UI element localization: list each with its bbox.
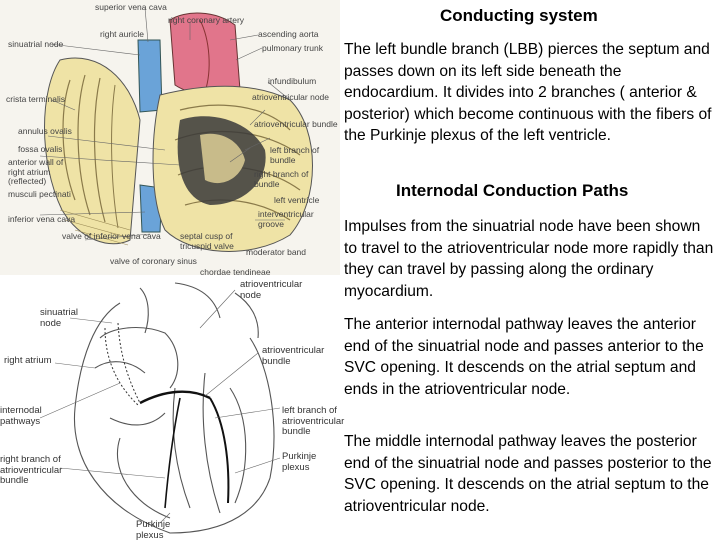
label-valve-coronary-sinus: valve of coronary sinus — [110, 256, 197, 266]
label-internodal-pathways: internodal pathways — [0, 405, 42, 427]
label-av-node-top: atrioventricular node — [252, 92, 330, 102]
conduction-line-diagram — [39, 282, 281, 534]
label-purkinje-right: Purkinje plexus — [282, 451, 317, 473]
label-valve-ivc: valve of inferior vena cava — [62, 231, 161, 241]
label-pulmonary-trunk: pulmonary trunk — [262, 43, 323, 53]
label-interventricular-groove: interventricular groove — [258, 209, 314, 229]
label-inferior-vena-cava: inferior vena cava — [8, 214, 76, 224]
label-av-node-bottom: atrioventricular node — [240, 279, 303, 301]
heading-internodal-paths: Internodal Conduction Paths — [396, 181, 629, 200]
label-av-bundle-bottom: atrioventricular bundle — [262, 345, 325, 367]
heart-dissection-diagram — [0, 0, 340, 275]
label-annulus-ovalis: annulus ovalis — [18, 126, 72, 136]
label-av-bundle-top: atrioventricular bundle — [254, 119, 338, 129]
paragraph-left-bundle-branch: The left bundle branch (LBB) pierces the… — [344, 41, 712, 145]
label-sinuatrial-node: sinuatrial node — [8, 39, 64, 49]
text-column: Conducting system The left bundle branch… — [344, 0, 716, 540]
label-infundibulum: infundibulum — [268, 76, 317, 86]
label-right-branch-top: right branch of bundle — [254, 169, 309, 189]
paragraph-middle-pathway: The middle internodal pathway leaves the… — [344, 433, 712, 515]
label-right-atrium-bottom: right atrium — [4, 355, 52, 366]
label-ascending-aorta: ascending aorta — [258, 29, 319, 39]
label-chordae-tendineae: chordae tendineae — [200, 267, 271, 277]
label-fossa-ovalis: fossa ovalis — [18, 144, 63, 154]
label-right-auricle: right auricle — [100, 29, 144, 39]
paragraph-impulses: Impulses from the sinuatrial node have b… — [344, 218, 714, 300]
label-left-branch-top: left branch of bundle — [270, 145, 320, 165]
paragraph-anterior-pathway: The anterior internodal pathway leaves t… — [344, 316, 704, 398]
label-anterior-wall: anterior wall of right atrium (reflected… — [8, 157, 64, 186]
label-right-branch-bottom: right branch of atrioventricular bundle — [0, 454, 63, 486]
label-crista-terminalis: crista terminalis — [6, 94, 66, 104]
label-left-branch-bottom: left branch of atrioventricular bundle — [282, 405, 345, 437]
label-purkinje-bottom: Purkinje plexus — [136, 519, 171, 541]
label-superior-vena-cava: superior vena cava — [95, 2, 167, 12]
label-sa-node-bottom: sinuatrial node — [40, 307, 79, 329]
heading-conducting-system: Conducting system — [440, 6, 598, 25]
figure-area: superior vena cava right coronary artery… — [0, 0, 345, 541]
label-right-coronary-artery: right coronary artery — [168, 15, 245, 25]
label-musculi-pectinati: musculi pectinati — [8, 189, 71, 199]
label-left-ventricle: left ventricle — [274, 195, 320, 205]
label-septal-cusp: septal cusp of tricuspid valve — [180, 231, 234, 251]
label-moderator-band: moderator band — [246, 247, 307, 257]
